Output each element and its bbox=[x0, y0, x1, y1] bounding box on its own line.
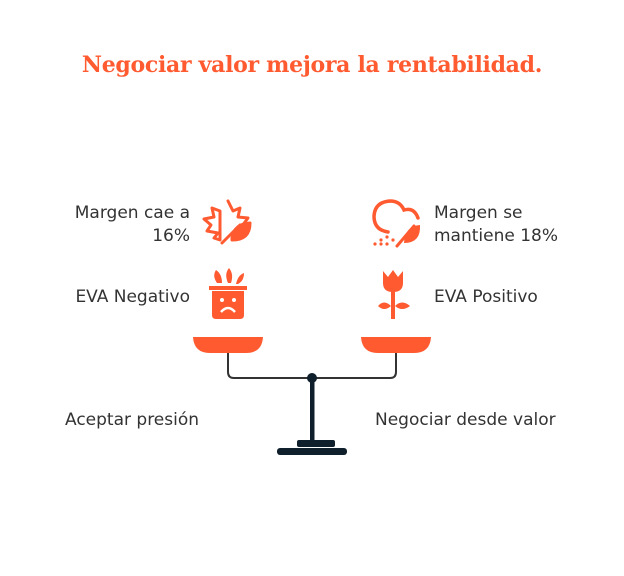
left-pan bbox=[193, 337, 263, 353]
left-margin-line2: 16% bbox=[152, 226, 190, 246]
maple-leaf-icon bbox=[202, 199, 252, 245]
right-margin-label: Margen se mantiene 18% bbox=[434, 202, 558, 248]
right-option-label: Negociar desde valor bbox=[375, 410, 556, 430]
cloud-rain-leaf-icon bbox=[372, 199, 421, 248]
scale-base-bottom bbox=[277, 448, 347, 455]
tulip-icon bbox=[378, 270, 410, 319]
scale-base-top bbox=[297, 440, 335, 447]
diagram-title: Negociar valor mejora la rentabilidad. bbox=[81, 52, 543, 78]
pivot-dot bbox=[307, 373, 317, 383]
right-eva-label: EVA Positivo bbox=[434, 287, 538, 307]
left-string bbox=[227, 353, 312, 379]
left-option-label: Aceptar presión bbox=[65, 410, 200, 430]
scale-pole bbox=[310, 378, 315, 441]
sad-plant-pot-icon bbox=[209, 268, 247, 319]
right-string bbox=[312, 353, 397, 379]
right-margin-line2: mantiene 18% bbox=[434, 226, 559, 246]
left-margin-label: Margen cae a 16% bbox=[75, 202, 190, 248]
left-eva-label: EVA Negativo bbox=[75, 287, 190, 307]
left-margin-line1: Margen cae a bbox=[74, 203, 190, 223]
right-pan bbox=[361, 337, 431, 353]
right-margin-line1: Margen se bbox=[434, 203, 523, 223]
